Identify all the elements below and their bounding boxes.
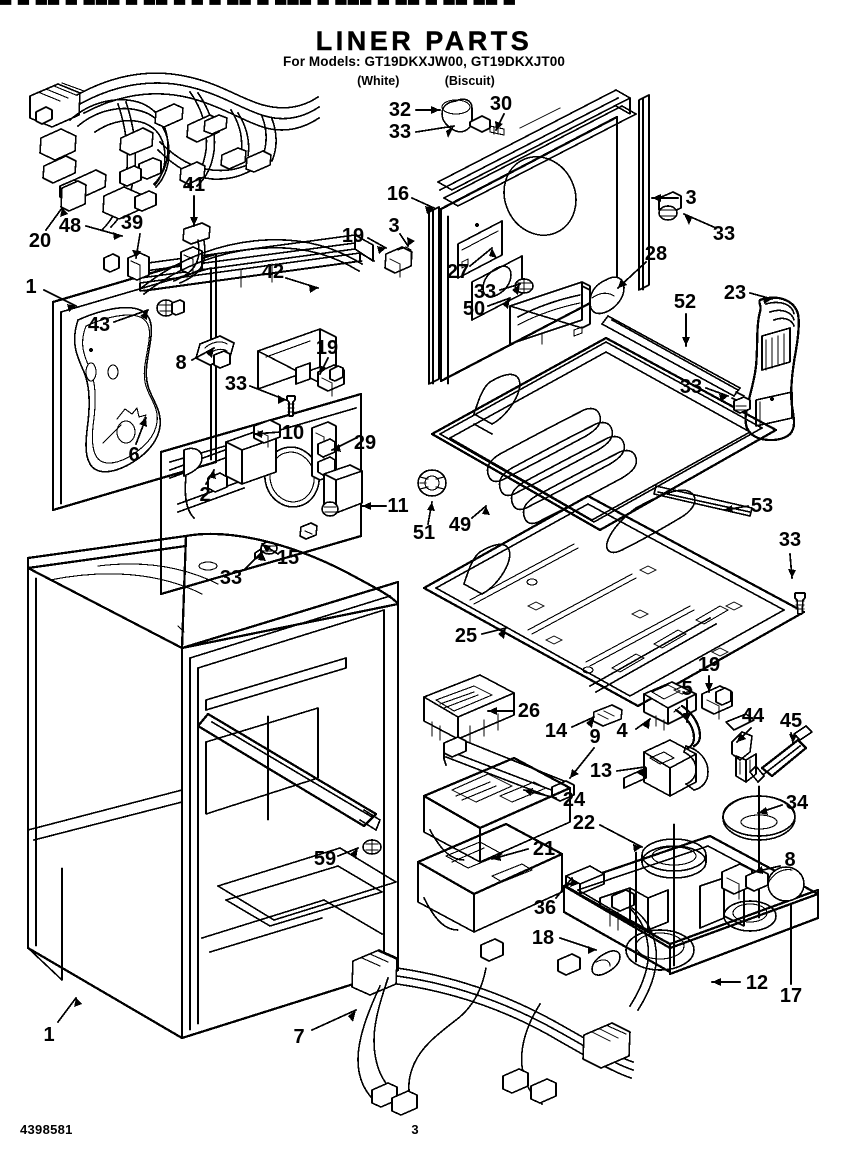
part-28-grommet — [589, 276, 625, 315]
callout-1-lower: 1 — [43, 1024, 55, 1046]
cut-off-text: █ █ ██ █ ███ █ ██ █ █ █ ██ █ ███ █ ███ █… — [0, 0, 516, 5]
finish-labels: (White) (Biscuit) — [0, 74, 848, 88]
part-23-air-duct-cover — [744, 296, 800, 442]
callout-20: 20 — [28, 230, 52, 252]
part-21-crisper-pan — [416, 822, 564, 933]
part-26-damper-control — [423, 674, 515, 743]
part-14-clip — [592, 704, 623, 727]
callout-33-d: 33 — [712, 223, 736, 245]
callout-27: 27 — [446, 261, 470, 283]
finish-biscuit-label: (Biscuit) — [444, 74, 495, 88]
callout-19-mid: 19 — [341, 225, 365, 247]
callout-49: 49 — [448, 514, 472, 536]
callout-44: 44 — [741, 705, 765, 727]
part-50-shelf-trim — [509, 281, 591, 345]
callout-41: 41 — [182, 174, 206, 196]
models-label: For Models: GT19DKXJW00, GT19DKXJT00 — [283, 54, 565, 69]
callout-51: 51 — [412, 522, 436, 544]
part-18-thermistor — [591, 950, 621, 976]
part-19-control-module — [257, 328, 345, 397]
callout-53: 53 — [750, 495, 774, 517]
page-number: 3 — [411, 1122, 419, 1137]
callout-12: 12 — [745, 972, 769, 994]
callout-9: 9 — [589, 726, 601, 748]
callout-42: 42 — [261, 261, 285, 283]
callout-4: 4 — [616, 720, 628, 742]
callout-33-f: 33 — [679, 376, 703, 398]
part-4-damper-actuator — [643, 681, 697, 731]
part-1-cabinet-lower — [26, 532, 400, 1040]
callout-19-lower: 19 — [697, 654, 721, 676]
part-24-drawer-rail — [422, 756, 572, 863]
finish-white-label: (White) — [357, 74, 400, 88]
part-49-evaporator-cover — [417, 336, 778, 554]
callout-33-a: 33 — [224, 373, 248, 395]
callout-45: 45 — [779, 710, 803, 732]
callout-33-e: 33 — [473, 281, 497, 303]
callout-26: 26 — [517, 700, 541, 722]
callout-11: 11 — [387, 495, 409, 517]
part-7-wire-harness-lower — [351, 889, 658, 1116]
callout-22: 22 — [572, 812, 596, 834]
part-16-rear-duct-panel — [384, 89, 682, 385]
callout-28: 28 — [644, 243, 668, 265]
part-44-auger-coupler — [725, 713, 757, 783]
callout-29: 29 — [353, 432, 377, 454]
part-12-base-housing — [562, 785, 820, 976]
callout-32: 32 — [388, 99, 412, 121]
callout-17: 17 — [779, 985, 803, 1007]
callout-33-c: 33 — [388, 121, 412, 143]
document-number: 4398581 — [20, 1122, 73, 1137]
callout-6: 6 — [128, 444, 140, 466]
part-25-liner-floor — [422, 494, 806, 708]
callout-25: 25 — [454, 625, 478, 647]
callout-5: 5 — [681, 678, 693, 700]
callout-33-b: 33 — [219, 567, 243, 589]
callout-14: 14 — [544, 720, 568, 742]
leader-lines — [43, 106, 797, 1031]
callout-21: 21 — [532, 838, 556, 860]
callout-10: 10 — [281, 422, 305, 444]
callout-39: 39 — [120, 212, 144, 234]
part-9-drawer-slide — [443, 736, 575, 802]
callout-2: 2 — [199, 484, 211, 506]
callout-43: 43 — [87, 314, 111, 336]
part-42-top-trim-rail — [103, 222, 375, 369]
callout-8-upper: 8 — [175, 352, 187, 374]
callout-1-upper: 1 — [25, 276, 37, 298]
part-45-auger-arm — [749, 725, 813, 783]
callout-16: 16 — [386, 183, 410, 205]
callout-18: 18 — [531, 927, 555, 949]
callout-30: 30 — [489, 93, 513, 115]
cut-off-text-strip: █ █ ██ █ ███ █ ██ █ █ █ ██ █ ███ █ ███ █… — [0, 0, 848, 7]
callout-3-a: 3 — [685, 187, 697, 209]
callout-19-upper: 19 — [315, 337, 339, 359]
callout-36: 36 — [533, 897, 557, 919]
callout-34: 34 — [785, 792, 809, 814]
part-13-damper-housing — [623, 739, 709, 797]
callout-59: 59 — [313, 848, 337, 870]
callout-33-g: 33 — [778, 529, 802, 551]
callout-8-lower: 8 — [784, 849, 796, 871]
callout-13: 13 — [589, 760, 613, 782]
part-52-shelf-rod — [601, 315, 751, 414]
callout-7: 7 — [293, 1026, 305, 1048]
mid-compartment-assembly — [159, 392, 363, 596]
callout-52: 52 — [673, 291, 697, 313]
callout-48: 48 — [58, 215, 82, 237]
part-20-wire-harness — [29, 72, 320, 231]
callout-50: 50 — [462, 298, 486, 320]
part-19-connector-lower — [701, 685, 733, 720]
page-title: LINER PARTS — [315, 26, 533, 56]
callout-24: 24 — [562, 789, 586, 811]
callout-15: 15 — [276, 547, 300, 569]
callout-23: 23 — [723, 282, 747, 304]
callout-3-b: 3 — [388, 215, 400, 237]
